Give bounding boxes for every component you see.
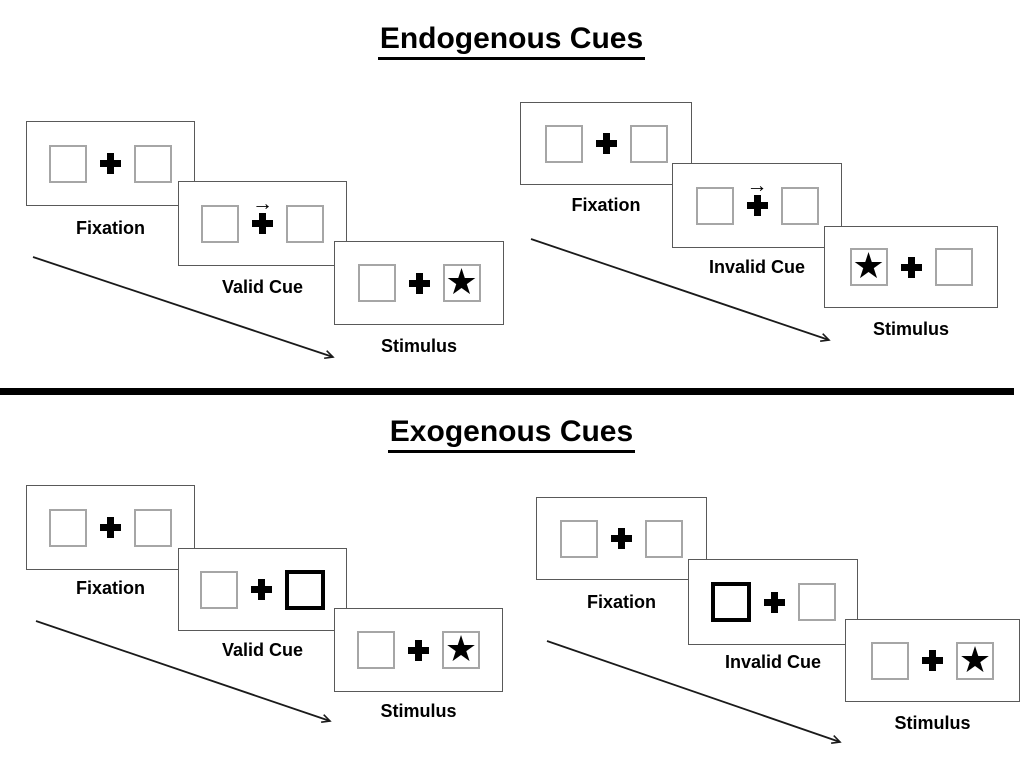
- target-box-right: ★: [442, 631, 480, 669]
- panel-stimulus: ★: [824, 226, 998, 308]
- fixation-cross-icon: [922, 650, 943, 671]
- panel-label: Valid Cue: [221, 277, 304, 297]
- panel-label: Fixation: [586, 592, 656, 612]
- panel-label: Stimulus: [894, 713, 971, 733]
- panel-stimulus: ★: [334, 241, 504, 325]
- placeholder-box-right: [797, 583, 836, 621]
- target-box-left: ★: [849, 245, 888, 286]
- panel-label: Invalid Cue: [708, 257, 806, 277]
- panel-label: Valid Cue: [221, 640, 304, 660]
- timeline-arrow: [530, 238, 831, 343]
- fixation-cross-icon: [251, 579, 272, 600]
- placeholder-box-right: [780, 186, 819, 225]
- target-box-right: ★: [956, 638, 994, 680]
- panel-invalid-cue: →: [672, 163, 842, 248]
- star-icon: ★: [444, 628, 478, 669]
- section-title-endogenous: Endogenous Cues: [0, 22, 1023, 60]
- cue-center: →: [746, 175, 768, 216]
- fixation-cross-icon: [408, 272, 430, 294]
- target-box-right: ★: [442, 261, 481, 302]
- placeholder-box-right: [629, 124, 668, 163]
- panel-fixation: [536, 497, 707, 580]
- cued-box-left: [710, 582, 751, 622]
- placeholder-box-right: [134, 508, 172, 547]
- star-icon: ★: [852, 245, 885, 286]
- placeholder-box-left: [200, 570, 238, 609]
- fixation-cross-icon: [408, 639, 429, 661]
- panel-fixation: [26, 121, 195, 206]
- panel-invalid-cue: [688, 559, 858, 645]
- section-title-text: Exogenous Cues: [387, 415, 636, 453]
- timeline-arrow: [35, 620, 332, 724]
- section-title-exogenous: Exogenous Cues: [0, 415, 1023, 453]
- fixation-cross-icon: [746, 195, 768, 216]
- timeline-arrow: [32, 256, 335, 360]
- cue-arrow-icon: →: [746, 174, 768, 197]
- placeholder-box-left: [357, 631, 395, 669]
- panel-label: Fixation: [75, 578, 145, 598]
- cue-center: →: [252, 193, 273, 234]
- panel-fixation: [520, 102, 692, 185]
- placeholder-box-right: [934, 248, 973, 286]
- placeholder-box-left: [49, 508, 87, 547]
- placeholder-box-right: [134, 144, 172, 183]
- placeholder-box-left: [357, 264, 396, 302]
- placeholder-box-left: [871, 641, 909, 680]
- fixation-cross-icon: [611, 528, 632, 549]
- fixation-cross-icon: [100, 153, 121, 174]
- placeholder-box-right: [286, 204, 324, 243]
- panel-stimulus: ★: [845, 619, 1020, 702]
- panel-label: Stimulus: [872, 319, 949, 339]
- fixation-cross-icon: [763, 591, 785, 613]
- panel-valid-cue: [178, 548, 347, 631]
- placeholder-box-left: [560, 519, 598, 558]
- panel-valid-cue: →: [178, 181, 347, 266]
- panel-stimulus: ★: [334, 608, 503, 692]
- placeholder-box-left: [544, 124, 583, 163]
- panel-label: Invalid Cue: [724, 652, 822, 672]
- panel-label: Fixation: [75, 218, 145, 238]
- placeholder-box-left: [695, 186, 734, 225]
- placeholder-box-left: [201, 204, 239, 243]
- panel-fixation: [26, 485, 195, 570]
- panel-label: Fixation: [571, 195, 641, 215]
- star-icon: ★: [958, 638, 992, 680]
- section-divider: [0, 388, 1014, 395]
- placeholder-box-right: [645, 519, 683, 558]
- star-icon: ★: [445, 261, 478, 302]
- cued-box-right: [285, 569, 325, 610]
- placeholder-box-left: [49, 144, 87, 183]
- panel-label: Stimulus: [380, 701, 457, 721]
- fixation-cross-icon: [100, 517, 121, 538]
- panel-label: Stimulus: [380, 336, 457, 356]
- fixation-cross-icon: [252, 213, 273, 234]
- cue-arrow-icon: →: [252, 192, 273, 215]
- fixation-cross-icon: [900, 256, 922, 278]
- fixation-cross-icon: [595, 133, 617, 154]
- section-title-text: Endogenous Cues: [377, 22, 646, 60]
